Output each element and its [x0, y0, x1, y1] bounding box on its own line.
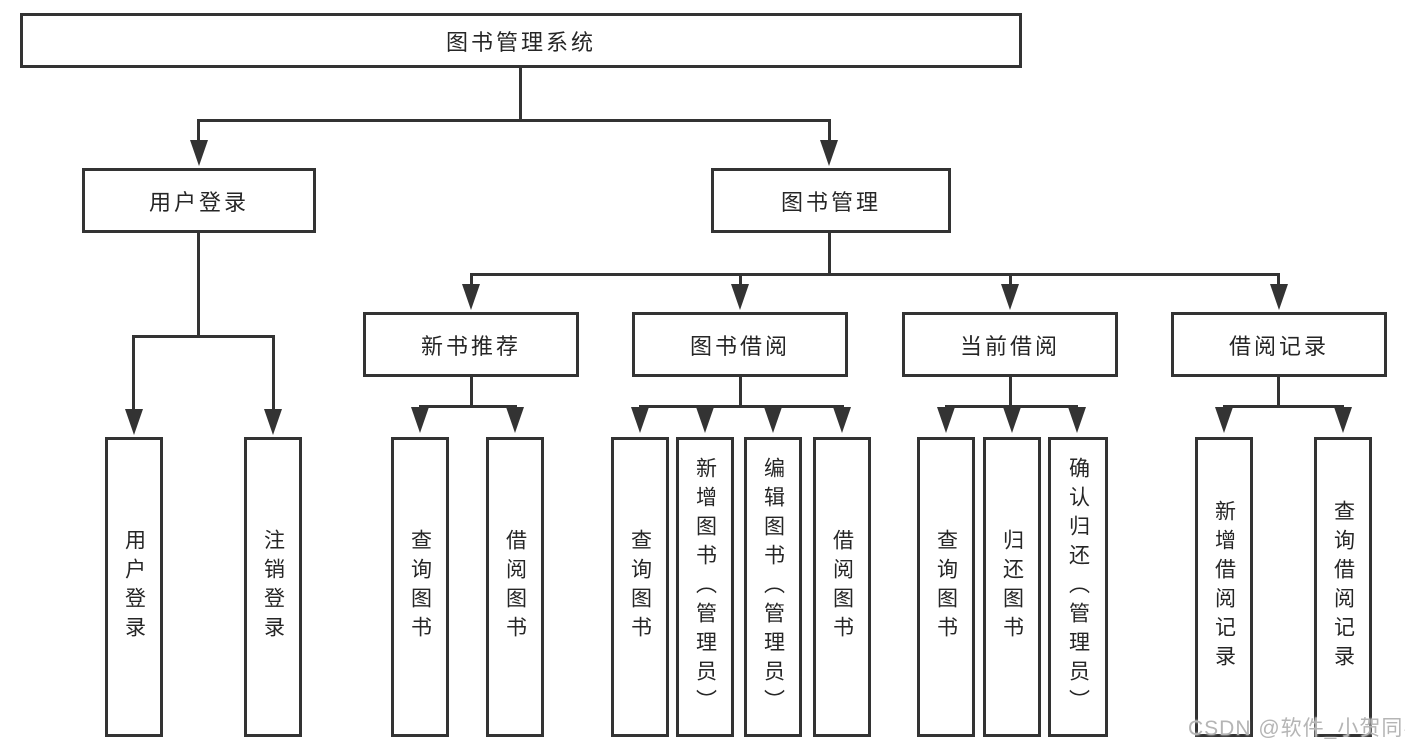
node-user-login: 用户登录	[82, 168, 316, 233]
node-root: 图书管理系统	[20, 13, 1022, 68]
arrowhead-g4-leaf-1	[1215, 407, 1233, 433]
arrowhead-g1-leaf-1	[411, 407, 429, 433]
node-new-books: 新书推荐	[363, 312, 579, 377]
connector-root-stem-right	[828, 119, 831, 142]
connector-root-hline	[198, 119, 831, 122]
arrowhead-current-borrow	[1001, 284, 1019, 310]
connector-mgmt-stem-3	[1009, 273, 1012, 287]
node-book-borrowing: 图书借阅	[632, 312, 848, 377]
connector-login-hline	[132, 335, 275, 338]
connector-g1-hline	[419, 405, 517, 408]
connector-mgmt-hline	[470, 273, 1280, 276]
arrowhead-new-books	[462, 284, 480, 310]
arrowhead-g3-leaf-2	[1003, 407, 1021, 433]
arrowhead-g3-leaf-3	[1068, 407, 1086, 433]
arrowhead-borrow-records	[1270, 284, 1288, 310]
connector-login-stem-2	[272, 335, 275, 411]
arrowhead-login-leaf-2	[264, 409, 282, 435]
connector-g2-trunk	[739, 377, 742, 408]
connector-g3-trunk	[1009, 377, 1012, 408]
arrowhead-login-leaf-1	[125, 409, 143, 435]
csdn-watermark: CSDN @软件_小贺同学	[1188, 717, 1405, 740]
connector-mgmt-stem-1	[470, 273, 473, 287]
arrowhead-g1-leaf-2	[506, 407, 524, 433]
leaf-logout: 注销登录	[244, 437, 302, 737]
arrowhead-g2-leaf-4	[833, 407, 851, 433]
connector-mgmt-stem-4	[1277, 273, 1280, 287]
arrowhead-user-login	[190, 140, 208, 166]
connector-g1-trunk	[470, 377, 473, 408]
arrowhead-g2-leaf-1	[631, 407, 649, 433]
connector-g2-hline	[639, 405, 844, 408]
leaf-borrowing-borrow: 借阅图书	[813, 437, 871, 737]
node-current-borrowing: 当前借阅	[902, 312, 1118, 377]
arrowhead-g2-leaf-3	[764, 407, 782, 433]
node-borrow-records: 借阅记录	[1171, 312, 1387, 377]
leaf-newbooks-query: 查询图书	[391, 437, 449, 737]
arrowhead-g3-leaf-1	[937, 407, 955, 433]
leaf-records-query: 查询借阅记录	[1314, 437, 1372, 737]
arrowhead-book-mgmt	[820, 140, 838, 166]
arrowhead-book-borrow	[731, 284, 749, 310]
leaf-current-return: 归还图书	[983, 437, 1041, 737]
leaf-user-login: 用户登录	[105, 437, 163, 737]
connector-g4-hline	[1223, 405, 1344, 408]
connector-mgmt-stem-2	[739, 273, 742, 287]
arrowhead-g4-leaf-2	[1334, 407, 1352, 433]
arrowhead-g2-leaf-2	[696, 407, 714, 433]
leaf-borrowing-add-admin: 新增图书（管理员）	[676, 437, 734, 737]
connector-login-stem-1	[132, 335, 135, 411]
leaf-borrowing-edit-admin: 编辑图书（管理员）	[744, 437, 802, 737]
leaf-records-add: 新增借阅记录	[1195, 437, 1253, 737]
connector-g4-trunk	[1277, 377, 1280, 408]
leaf-current-query: 查询图书	[917, 437, 975, 737]
connector-login-trunk	[197, 233, 200, 338]
connector-g3-hline	[945, 405, 1078, 408]
node-book-management: 图书管理	[711, 168, 951, 233]
leaf-borrowing-query: 查询图书	[611, 437, 669, 737]
connector-root-trunk	[519, 68, 522, 122]
connector-root-stem-left	[197, 119, 200, 142]
connector-mgmt-trunk	[828, 233, 831, 276]
leaf-newbooks-borrow: 借阅图书	[486, 437, 544, 737]
leaf-current-confirm-return-admin: 确认归还（管理员）	[1048, 437, 1108, 737]
